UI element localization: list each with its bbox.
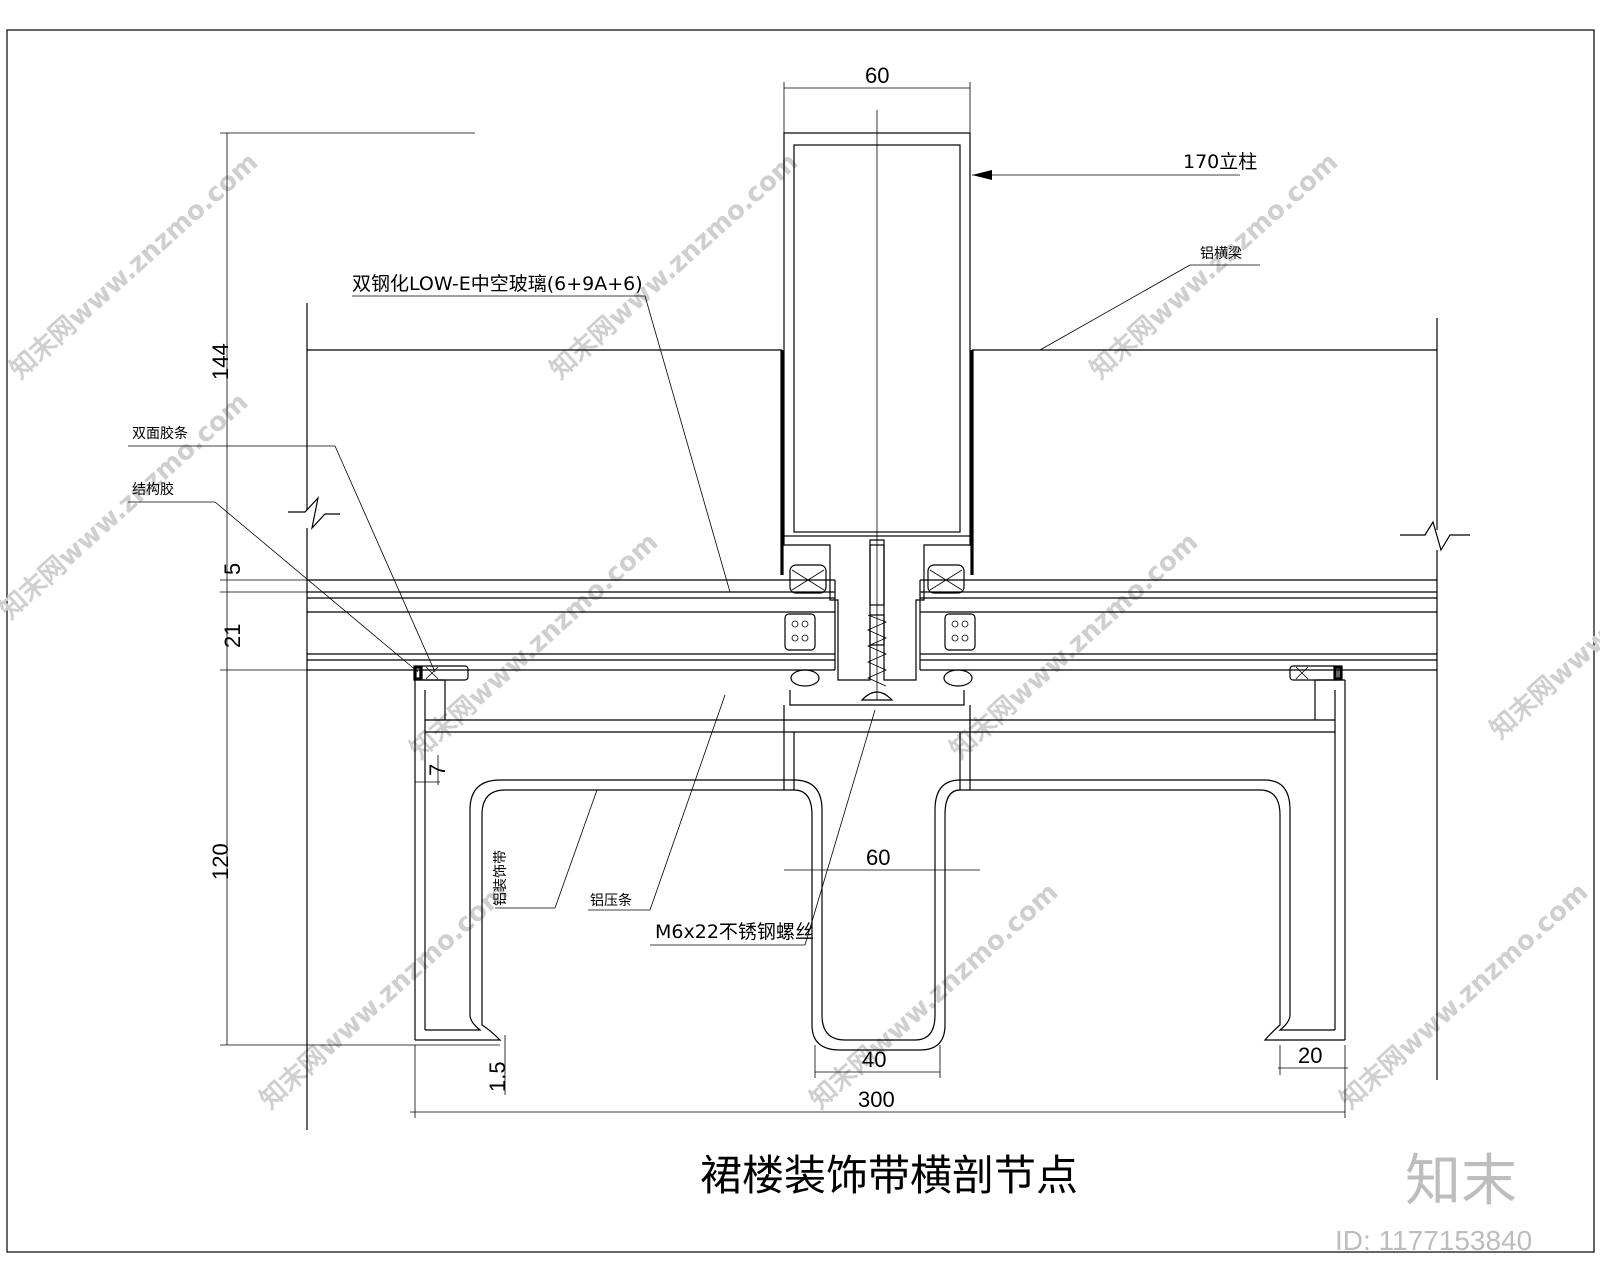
dim-21: 21 [220, 624, 245, 648]
left-glass-edge [288, 303, 340, 1130]
dim-1-5: 1.5 [485, 1061, 510, 1092]
watermark-text: 知末网www.znzmo.com [0, 387, 254, 625]
watermark-text: 知末网www.znzmo.com [805, 877, 1065, 1115]
dim-top-60-text: 60 [865, 63, 889, 88]
glass-right [919, 349, 1437, 671]
drawing-title: 裙楼装饰带横剖节点 [700, 1151, 1078, 1200]
dim-5: 5 [220, 563, 245, 575]
bottom-dimensions: 60 40 300 20 1.5 7 [410, 755, 1348, 1118]
watermark-text: 知末网www.znzmo.com [1335, 877, 1595, 1115]
dim-144: 144 [208, 343, 233, 380]
label-double-tape: 双面胶条 [132, 425, 188, 442]
watermark-text: 知末网www.znzmo.com [255, 877, 515, 1115]
watermark-id: ID: 1177153840 [1335, 1225, 1532, 1256]
label-glass: 双钢化LOW-E中空玻璃(6+9A+6) [352, 273, 643, 295]
left-dimensions: 144 5 21 120 [208, 132, 500, 1046]
right-glass-edge [1400, 318, 1470, 1080]
watermark-text: 知末网www.znzmo.com [405, 527, 665, 765]
drawing-frame [6, 29, 1595, 1253]
dim-7: 7 [425, 764, 450, 776]
watermark-text: 知末网www.znzmo.com [1485, 507, 1600, 745]
annotations: 170立柱 铝横梁 双钢化LOW-E中空玻璃(6+9A+6) 双面胶条 结构胶 … [132, 151, 1257, 943]
dim-120: 120 [208, 843, 233, 880]
deco-band-profile [414, 679, 1346, 1051]
dim-total-300: 300 [858, 1087, 895, 1112]
watermark-text: 知末网www.znzmo.com [945, 527, 1205, 765]
label-beam: 铝横梁 [1200, 246, 1242, 262]
dim-inner-60: 60 [866, 845, 890, 870]
label-pressure-strip: 铝压条 [590, 892, 632, 909]
label-screw: M6x22不锈钢螺丝 [655, 921, 814, 943]
leader-lines [128, 170, 1260, 946]
label-deco-band: 铝装饰带 [493, 850, 509, 906]
gaskets [413, 564, 1343, 681]
watermark-logo: 知末 [1405, 1149, 1517, 1214]
dim-top-60: 60 [783, 63, 971, 133]
watermark-group: 知末网www.znzmo.com 知末网www.znzmo.com 知末网www… [0, 147, 1600, 1256]
pressure-strip [789, 614, 973, 706]
mullion-profile [780, 110, 974, 700]
label-structural-glue: 结构胶 [132, 481, 174, 498]
glass-left [307, 349, 836, 671]
label-column: 170立柱 [1183, 151, 1257, 173]
dim-foot-40: 40 [862, 1047, 886, 1072]
dim-edge-20: 20 [1298, 1043, 1322, 1068]
